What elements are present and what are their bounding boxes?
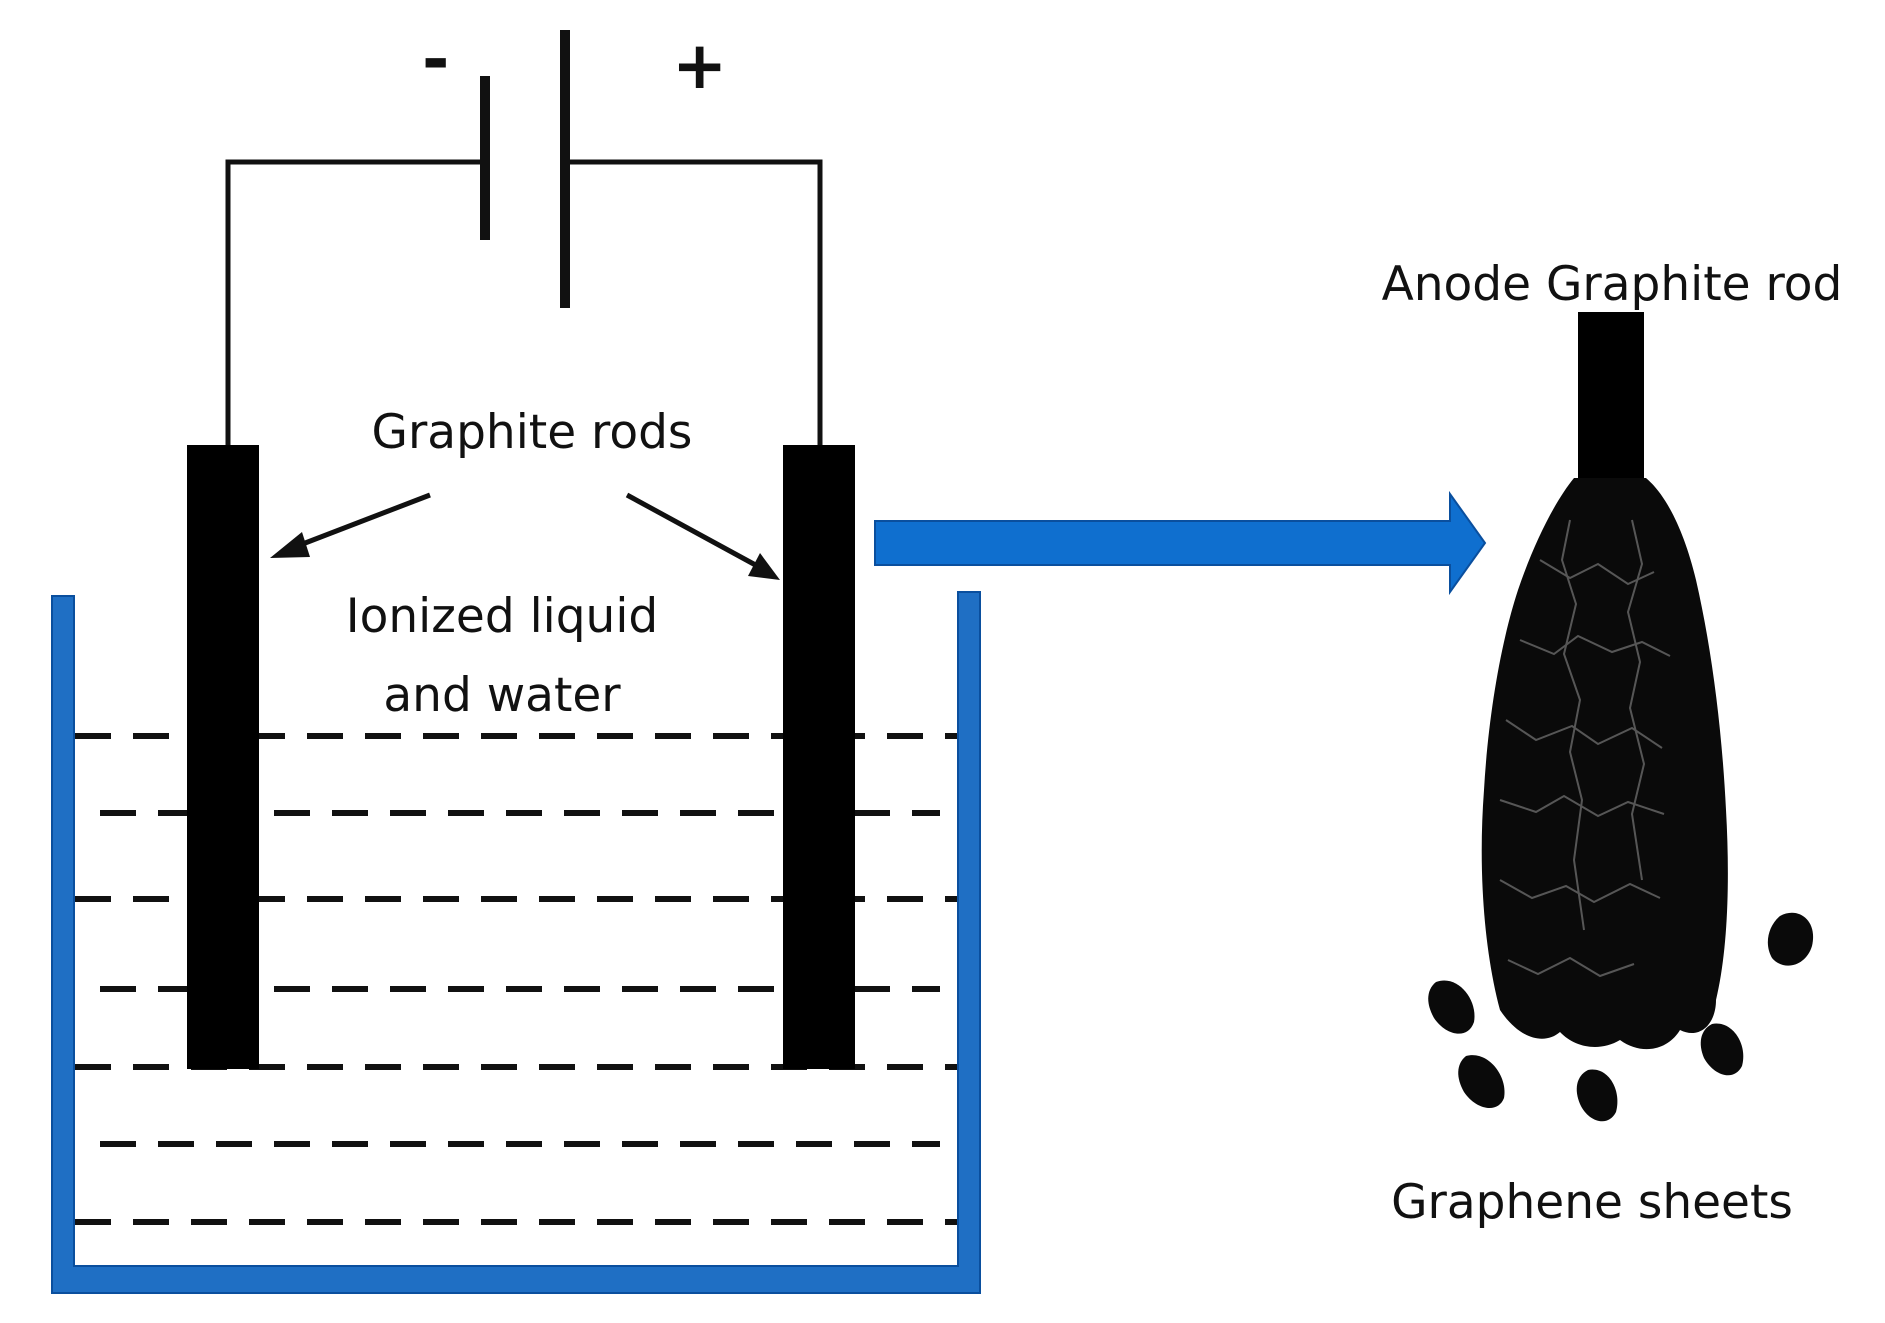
cathode-graphite-rod xyxy=(187,445,259,1069)
graphene-flake xyxy=(1428,980,1475,1034)
anode-rod-detail xyxy=(1578,312,1644,500)
negative-wire xyxy=(225,159,485,447)
graphene-sheets-label: Graphene sheets xyxy=(1391,1175,1793,1230)
graphite-flake-texture xyxy=(1499,519,1671,978)
electrolyte-label-line1: Ionized liquid xyxy=(346,589,658,644)
positive-wire xyxy=(565,159,823,447)
pointer-arrow-left-head xyxy=(270,532,310,558)
battery: - + xyxy=(422,21,727,308)
electrolysis-container xyxy=(51,591,981,1294)
positive-terminal-symbol: + xyxy=(672,27,727,104)
graphene-flake xyxy=(1576,1069,1618,1122)
exfoliated-graphite-mass xyxy=(1481,478,1728,1050)
process-arrow xyxy=(874,490,1487,596)
graphene-flake xyxy=(1767,912,1814,966)
electrolyte-label-line2: and water xyxy=(383,668,621,723)
graphite-cluster xyxy=(1481,478,1728,1050)
graphite-rods-label: Graphite rods xyxy=(372,405,693,460)
pointer-arrow-left-shaft xyxy=(286,492,431,553)
graphene-flake xyxy=(1700,1023,1744,1076)
pointer-arrow-right-shaft xyxy=(625,492,763,571)
anode-graphite-rod xyxy=(783,445,855,1069)
pointer-arrow-right-head xyxy=(748,553,780,580)
graphene-flake xyxy=(1458,1055,1505,1109)
negative-terminal-symbol: - xyxy=(422,21,449,98)
anode-graphite-rod-label: Anode Graphite rod xyxy=(1382,257,1843,312)
graphene-sheet-flakes xyxy=(1428,912,1814,1122)
